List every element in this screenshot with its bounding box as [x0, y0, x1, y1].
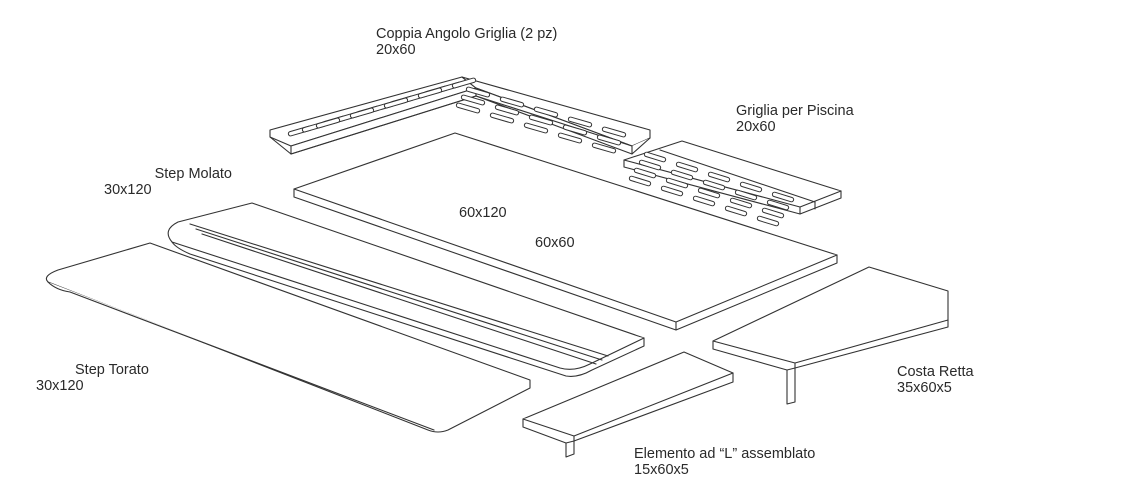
grate-slot [729, 197, 753, 209]
grate-slot [643, 151, 667, 163]
step-molato-size: 30x120 [104, 182, 152, 198]
grate-slot [596, 134, 622, 146]
pool-grate-size: 20x60 [736, 119, 776, 135]
grate-slot [766, 199, 790, 211]
grate-slot [499, 96, 525, 108]
grate-slot [523, 122, 549, 134]
corner-grate-left-slots [287, 77, 477, 137]
grate-slot [739, 181, 763, 193]
grate-slot [455, 102, 481, 114]
tile-60x120 [293, 132, 838, 331]
corner-grate-size: 20x60 [376, 42, 416, 58]
costa-retta-name: Costa Retta [897, 364, 974, 380]
label-costa-retta: Costa Retta 35x60x5 [897, 364, 974, 396]
grate-slot [315, 117, 341, 129]
grate-slot [417, 87, 443, 99]
grate-slot [601, 126, 627, 138]
grate-slot [697, 187, 721, 199]
step-molato [167, 202, 645, 377]
tile-small-size-label: 60x60 [535, 235, 575, 251]
elemento-l-size: 15x60x5 [634, 462, 689, 478]
tile-large-size-label: 60x120 [459, 205, 507, 221]
corner-grate-pair [269, 76, 651, 155]
grate-slot [660, 185, 684, 197]
step-molato-name: Step Molato [154, 166, 232, 182]
grate-slot [349, 107, 375, 119]
label-corner-grate: Coppia Angolo Griglia (2 pz) 20x60 [376, 26, 557, 58]
grate-slot [383, 97, 409, 109]
grate-slot [756, 215, 780, 227]
pool-grate-slots [628, 151, 795, 227]
grate-slot [761, 207, 785, 219]
step-torato-size: 30x120 [36, 378, 84, 394]
grate-slot [528, 114, 554, 126]
grate-slot [562, 124, 588, 136]
pool-grate-name: Griglia per Piscina [736, 103, 854, 119]
grate-slot [638, 159, 662, 171]
grate-slot [692, 195, 716, 207]
grate-slot [633, 167, 657, 179]
grate-slot [670, 169, 694, 181]
grate-slot [702, 179, 726, 191]
grate-slot [724, 205, 748, 217]
label-elemento-l: Elemento ad “L” assemblato 15x60x5 [634, 446, 815, 478]
grate-slot [451, 77, 477, 89]
step-torato-name: Step Torato [75, 362, 149, 378]
grate-slot [734, 189, 758, 201]
label-step-torato: Step Torato 30x120 [36, 362, 164, 394]
grate-slot [489, 112, 515, 124]
pool-grate [623, 140, 842, 227]
costa-retta [712, 266, 949, 405]
elemento-l [522, 351, 734, 458]
grate-slot [465, 86, 491, 98]
grate-slot [494, 104, 520, 116]
step-torato [45, 242, 531, 433]
label-step-molato: Step Molato 30x120 [104, 166, 232, 198]
costa-retta-size: 35x60x5 [897, 380, 952, 396]
grate-slot [675, 161, 699, 173]
grate-slot [707, 171, 731, 183]
grate-slot [628, 175, 652, 187]
elemento-l-name: Elemento ad “L” assemblato [634, 446, 816, 462]
corner-grate-name: Coppia Angolo Griglia (2 pz) [376, 26, 558, 42]
grate-slot [533, 106, 559, 118]
grate-slot [567, 116, 593, 128]
corner-grate-right-slots [455, 86, 627, 154]
grate-slot [665, 177, 689, 189]
grate-slot [557, 132, 583, 144]
grate-slot [591, 142, 617, 154]
grate-slot [460, 94, 486, 106]
label-pool-grate: Griglia per Piscina 20x60 [736, 103, 854, 135]
grate-slot [771, 191, 795, 203]
